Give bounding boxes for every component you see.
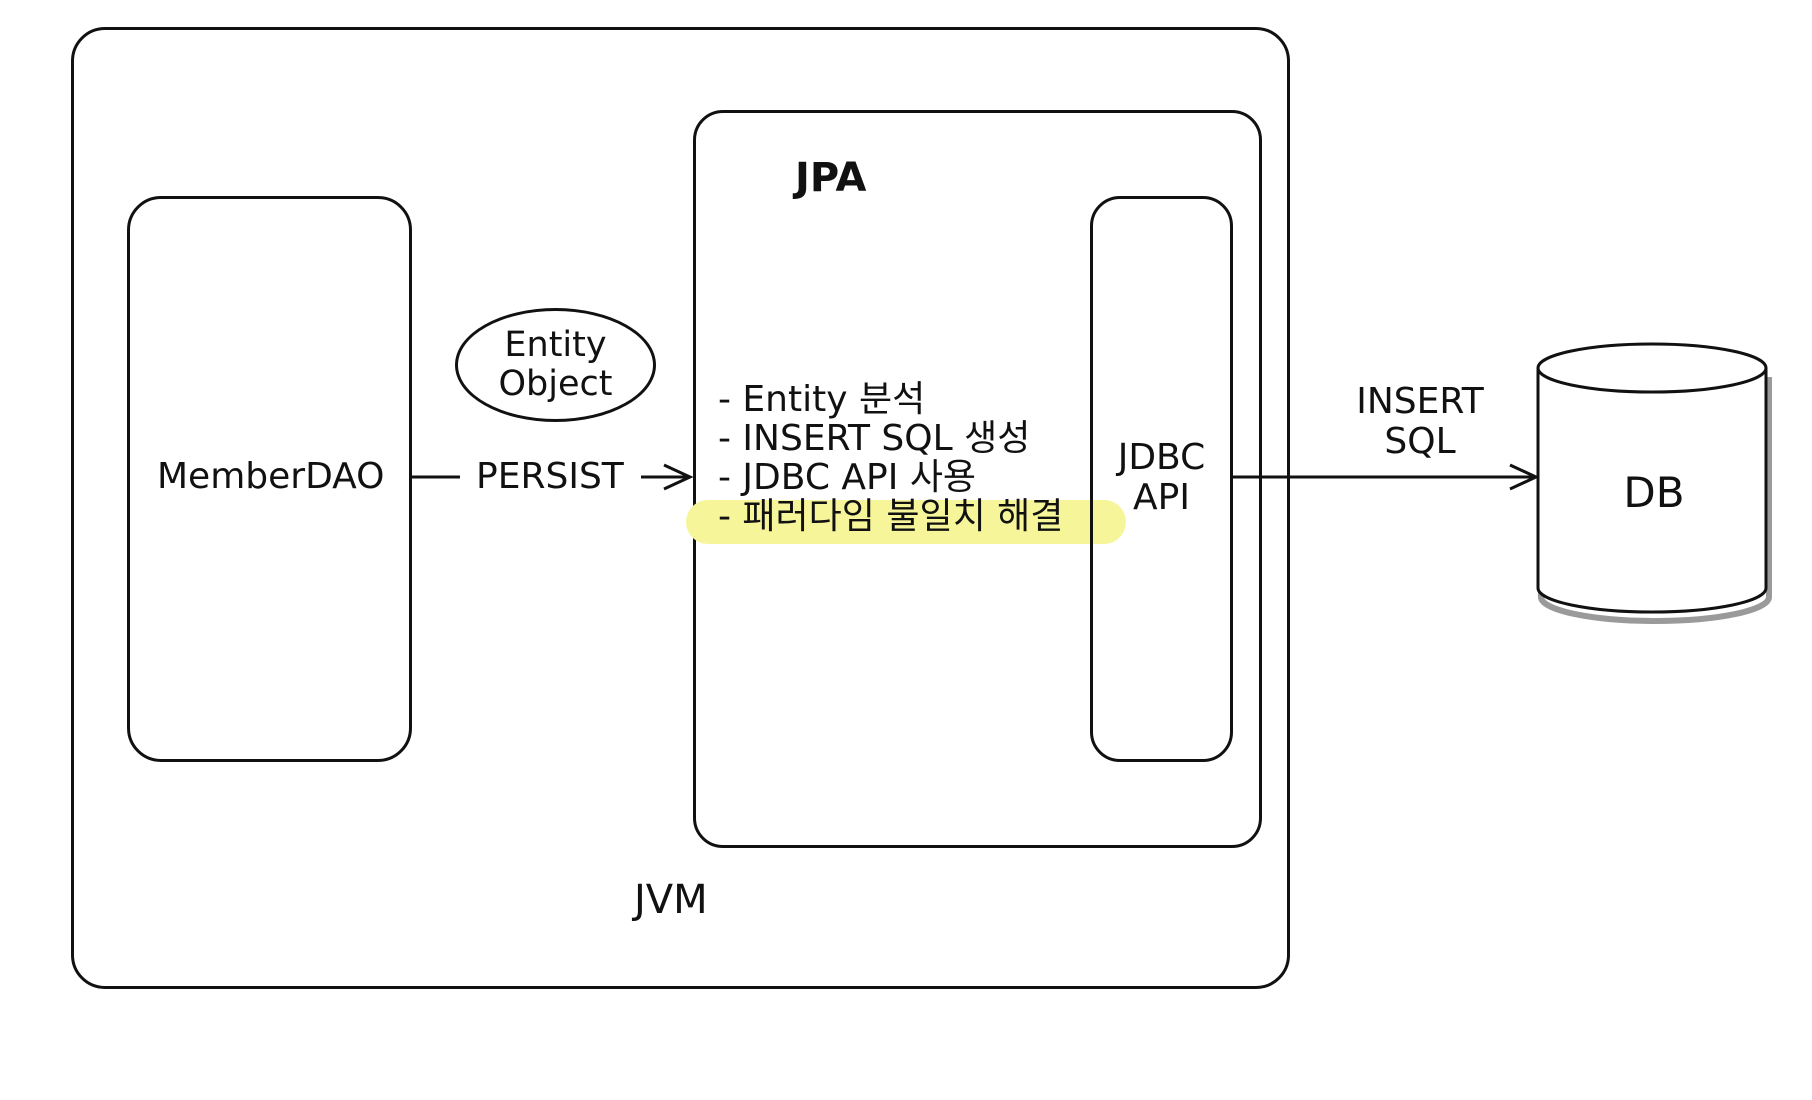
jvm-container bbox=[71, 27, 1290, 989]
entity-object-oval: Entity Object bbox=[455, 308, 656, 422]
entity-object-line1: Entity bbox=[504, 324, 607, 365]
jdbc-api-label: JDBC API bbox=[1096, 437, 1227, 519]
entity-object-line2: Object bbox=[498, 364, 613, 404]
persist-label: PERSIST bbox=[476, 456, 624, 497]
jpa-title: JPA bbox=[795, 155, 867, 201]
jpa-feature-item: - Entity 분석 bbox=[718, 379, 926, 420]
database-icon bbox=[1536, 342, 1772, 624]
member-dao-box bbox=[127, 196, 412, 762]
jdbc-api-box bbox=[1090, 196, 1233, 762]
jpa-feature-item: - 패러다임 불일치 해결 bbox=[718, 496, 1064, 537]
database-label: DB bbox=[1623, 468, 1685, 517]
jpa-feature-list: - Entity 분석 - INSERT SQL 생성 - JDBC API 사… bbox=[718, 380, 1063, 536]
jdbc-to-db-arrow-head bbox=[1509, 463, 1540, 491]
insert-sql-line2: SQL bbox=[1384, 421, 1456, 463]
database-top bbox=[1536, 342, 1768, 394]
jpa-feature-item: - INSERT SQL 생성 bbox=[718, 418, 1031, 459]
member-dao-label: MemberDAO bbox=[157, 456, 385, 497]
insert-sql-line1: INSERT bbox=[1356, 381, 1484, 422]
database-body bbox=[1536, 368, 1768, 614]
database-cylinder: DB bbox=[1534, 334, 1774, 624]
jdbc-api-line2: API bbox=[1133, 477, 1190, 519]
jvm-label: JVM bbox=[634, 877, 708, 923]
insert-sql-label: INSERT SQL bbox=[1335, 381, 1505, 463]
paradigm-mismatch-highlight bbox=[686, 500, 1126, 544]
database-shadow bbox=[1538, 377, 1772, 624]
jpa-container bbox=[693, 110, 1262, 848]
jdbc-api-line1: JDBC bbox=[1117, 437, 1206, 478]
jpa-feature-item: - JDBC API 사용 bbox=[718, 457, 977, 498]
